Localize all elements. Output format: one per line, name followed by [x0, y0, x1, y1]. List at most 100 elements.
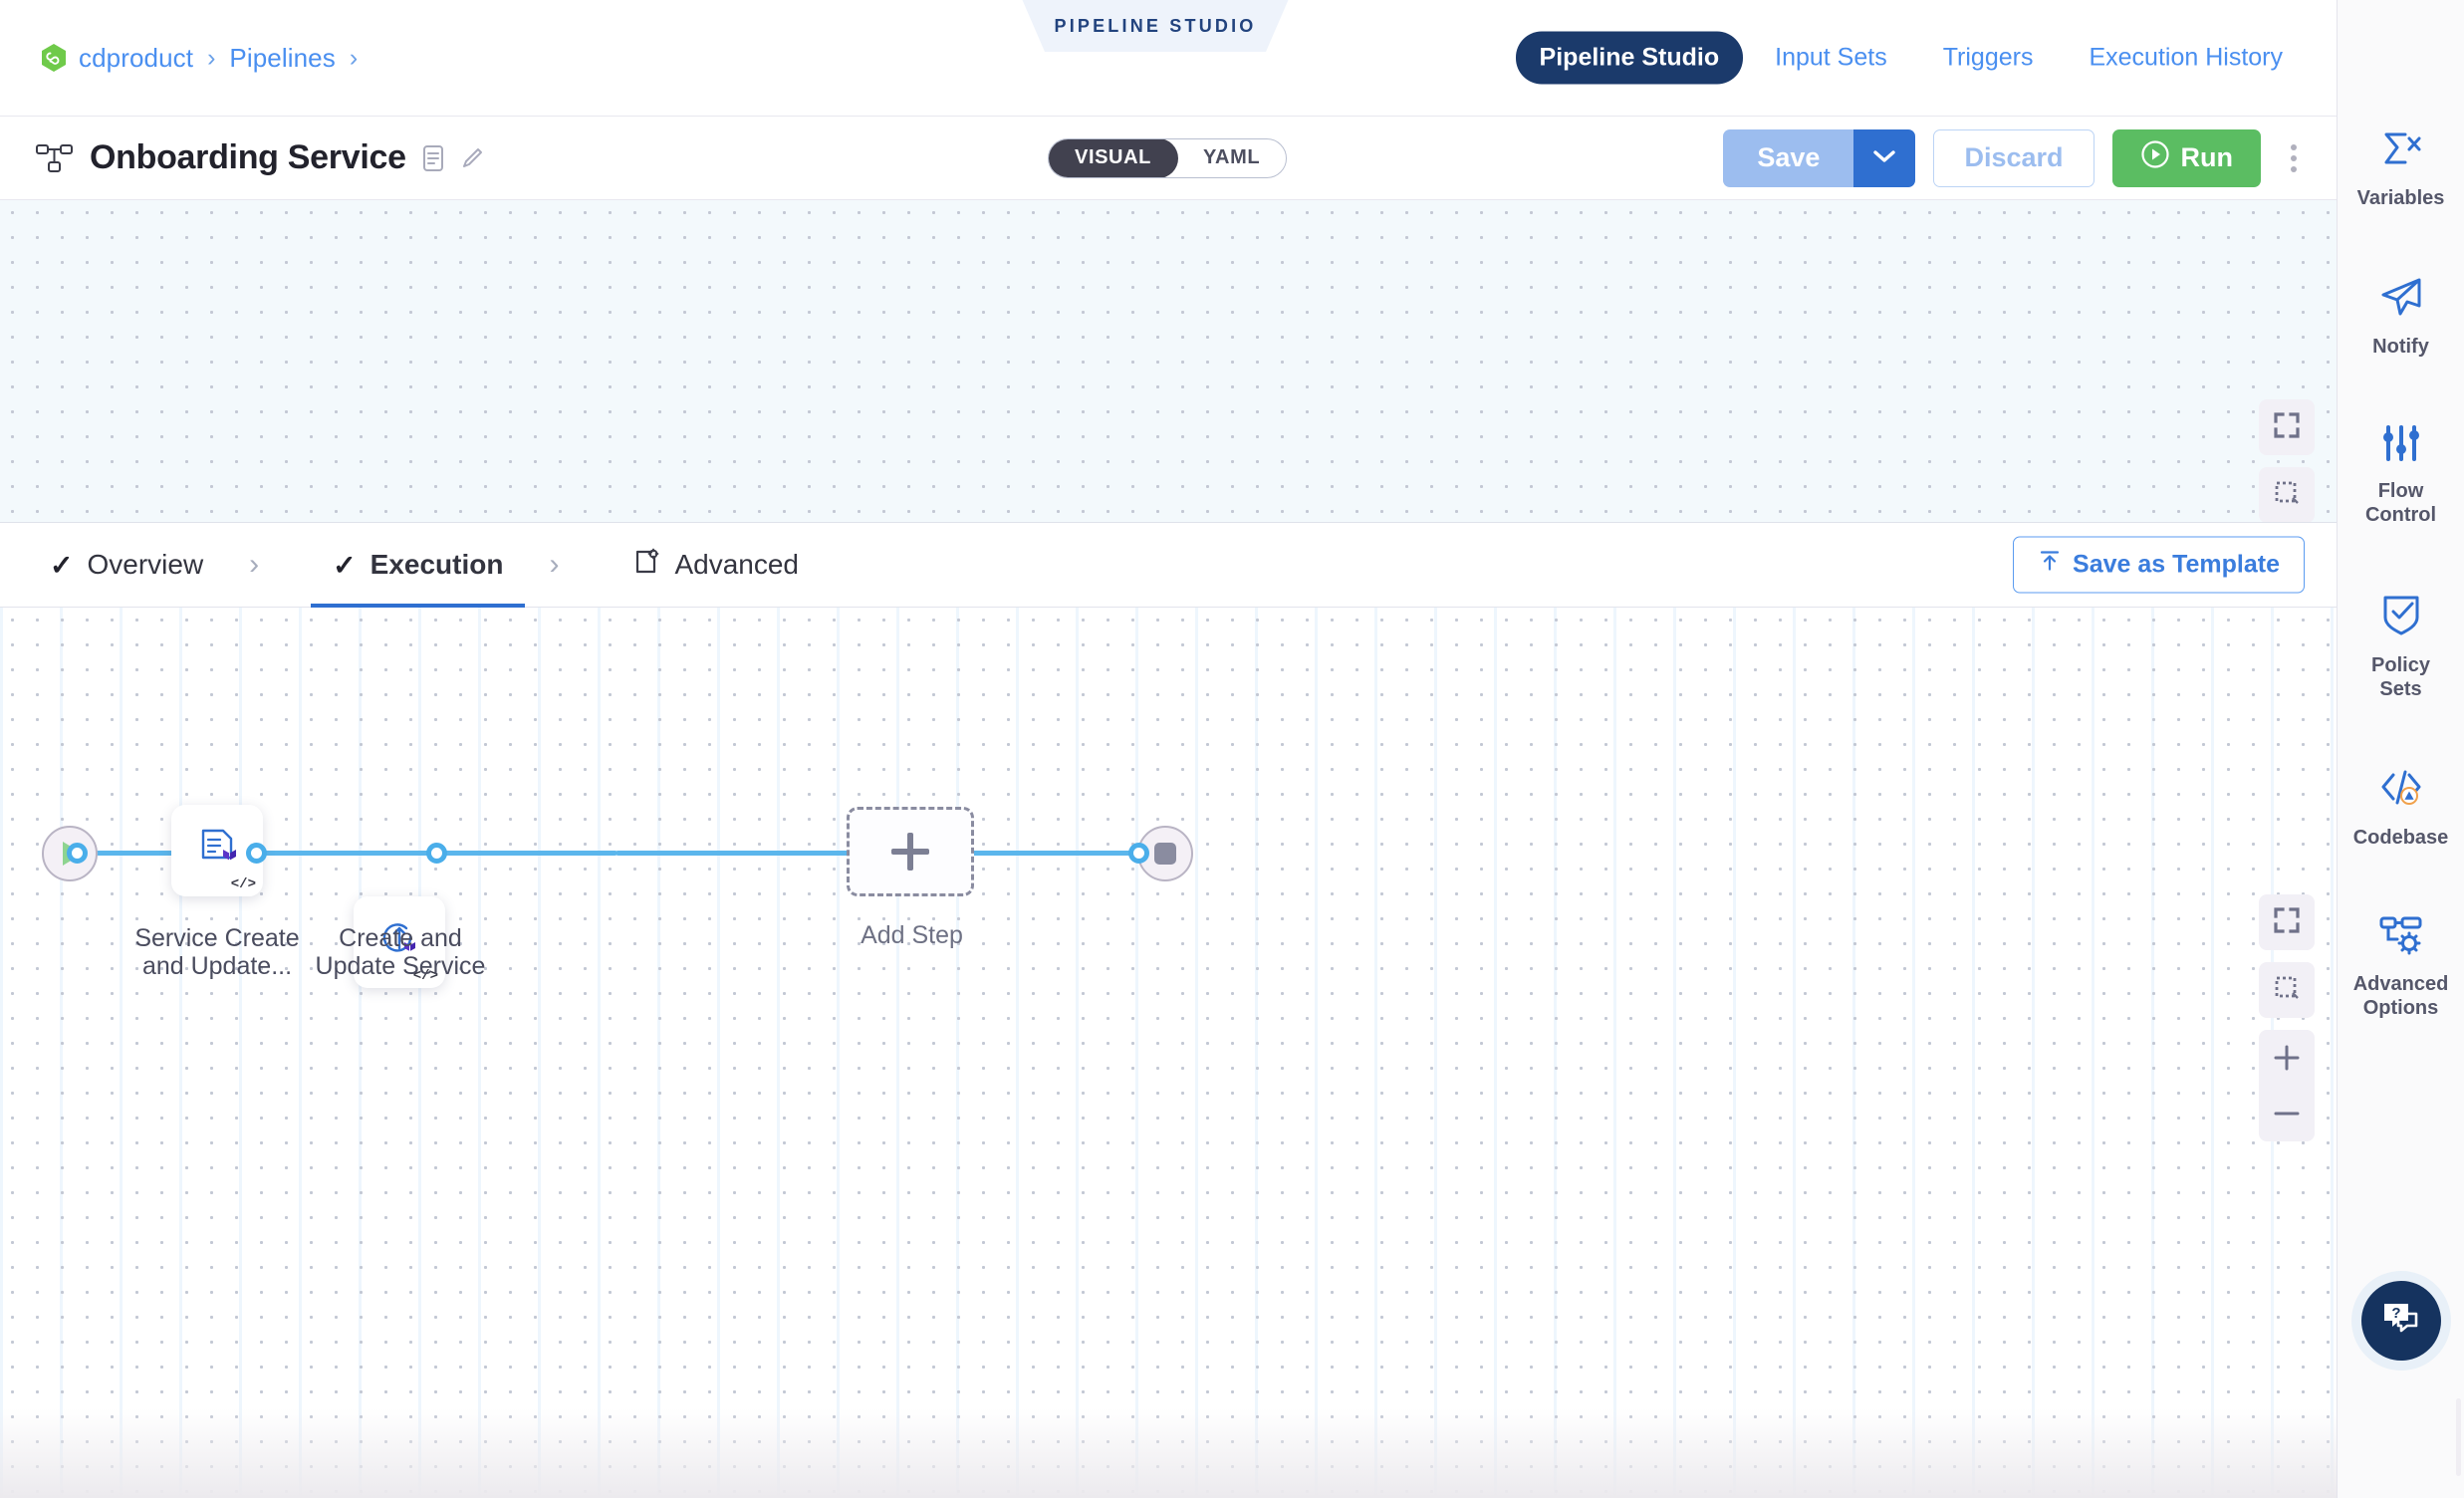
- execution-canvas[interactable]: </> Service Create and Update... </> Cre…: [0, 608, 2337, 1498]
- kebab-menu-icon[interactable]: [2279, 129, 2309, 187]
- canvas-bottom-fade: [0, 1408, 2337, 1498]
- run-button[interactable]: Run: [2111, 128, 2261, 187]
- rail-item-advanced-options-label: Advanced Options: [2352, 973, 2449, 1019]
- exec-edge-2: [257, 851, 436, 856]
- sigma-x-icon: [2379, 129, 2423, 174]
- add-step-label: Add Step: [861, 921, 963, 949]
- selection-marquee-button[interactable]: [2259, 962, 2315, 1018]
- exec-edge-3: [438, 851, 617, 856]
- pencil-icon[interactable]: [460, 145, 486, 171]
- rail-item-notify[interactable]: Notify: [2338, 276, 2464, 359]
- save-template-icon: [2038, 550, 2062, 581]
- exec-port-step2-out[interactable]: [426, 843, 447, 864]
- pipeline-tree-icon: [36, 143, 74, 173]
- rail-item-notify-label: Notify: [2372, 336, 2429, 358]
- plus-icon: [891, 833, 929, 871]
- fit-to-screen-button[interactable]: [2259, 399, 2315, 455]
- rail-item-policy-sets[interactable]: Policy Sets: [2338, 593, 2464, 701]
- stage-canvas-controls: [2259, 399, 2315, 522]
- fullscreen-icon: [2273, 411, 2301, 444]
- description-icon[interactable]: [422, 144, 444, 172]
- nodes-gear-icon: [2378, 915, 2424, 960]
- fit-to-screen-button[interactable]: [2259, 894, 2315, 950]
- zoom-out-button[interactable]: [2259, 1086, 2315, 1141]
- zoom-in-button[interactable]: [2259, 1030, 2315, 1086]
- breadcrumb-separator: ›: [207, 43, 216, 72]
- breadcrumb-item-pipelines[interactable]: Pipelines: [229, 42, 336, 73]
- tab-overview-label: Overview: [87, 549, 204, 580]
- save-dropdown-button[interactable]: [1853, 128, 1916, 187]
- step-code-badge: </>: [412, 968, 438, 984]
- rail-scrollbar[interactable]: [2456, 1398, 2461, 1476]
- svg-text:?: ?: [2391, 1305, 2400, 1322]
- mode-option-visual[interactable]: VISUAL: [1049, 138, 1178, 177]
- stage-subtabs: ✓ Overview › ✓ Execution › Advanced: [0, 523, 2337, 608]
- nav-tab-pipeline-studio[interactable]: Pipeline Studio: [1515, 31, 1744, 85]
- stage-canvas[interactable]: </> Create and Update Service Add Stage: [0, 200, 2337, 523]
- step-node-create-and-update-service[interactable]: </>: [354, 896, 445, 988]
- paper-plane-icon: [2379, 276, 2423, 323]
- pipeline-studio-banner-label: PIPELINE STUDIO: [1054, 15, 1257, 36]
- step-node-label: Service Create and Update...: [134, 924, 300, 981]
- stop-icon: [1154, 843, 1176, 865]
- page-title: Onboarding Service: [90, 138, 406, 176]
- breadcrumb: cdproduct › Pipelines ›: [0, 43, 361, 74]
- save-button-group: Save: [1723, 128, 1916, 187]
- rail-item-flow-control[interactable]: Flow Control: [2338, 424, 2464, 527]
- save-button[interactable]: Save: [1723, 128, 1854, 187]
- help-chat-button[interactable]: ?: [2360, 1281, 2441, 1361]
- marquee-icon: [2273, 974, 2301, 1007]
- title-group: Onboarding Service: [0, 138, 486, 177]
- tab-execution[interactable]: ✓ Execution: [311, 523, 525, 608]
- selection-marquee-button[interactable]: [2259, 467, 2315, 522]
- top-bar: cdproduct › Pipelines › PIPELINE STUDIO …: [0, 0, 2337, 117]
- rail-item-codebase-label: Codebase: [2352, 827, 2449, 849]
- subtab-separator: ›: [549, 548, 560, 581]
- terraform-plan-icon: [194, 826, 240, 876]
- exec-port-step1-out[interactable]: [246, 843, 267, 864]
- play-circle-icon: [2140, 139, 2170, 176]
- save-as-template-button[interactable]: Save as Template: [2013, 536, 2305, 594]
- top-navigation: Pipeline Studio Input Sets Triggers Exec…: [1515, 31, 2307, 85]
- help-chat-icon: ?: [2380, 1300, 2422, 1343]
- shield-check-icon: [2380, 593, 2422, 641]
- advanced-gear-page-icon: [632, 548, 660, 583]
- step-node-label: Create and Update Service: [315, 924, 486, 981]
- terraform-apply-icon: [376, 917, 422, 968]
- marquee-icon: [2273, 479, 2301, 512]
- exec-port-end[interactable]: [1128, 843, 1149, 864]
- rail-item-flow-control-label: Flow Control: [2364, 480, 2437, 526]
- exec-port-start[interactable]: [67, 843, 88, 864]
- harness-module-icon: [40, 43, 68, 73]
- mode-option-yaml[interactable]: YAML: [1202, 146, 1261, 168]
- discard-button[interactable]: Discard: [1933, 128, 2094, 187]
- tab-execution-label: Execution: [370, 549, 504, 580]
- visual-yaml-toggle[interactable]: VISUAL YAML: [1048, 137, 1288, 178]
- nav-tab-input-sets[interactable]: Input Sets: [1775, 43, 1887, 72]
- rail-item-codebase[interactable]: Codebase: [2338, 767, 2464, 850]
- rail-item-variables-label: Variables: [2356, 187, 2445, 209]
- right-rail: Variables Notify Flow Control: [2337, 0, 2464, 1498]
- check-icon: ✓: [50, 549, 74, 581]
- fullscreen-icon: [2273, 906, 2301, 939]
- rail-item-variables[interactable]: Variables: [2338, 129, 2464, 210]
- add-step-button[interactable]: [847, 807, 974, 896]
- chevron-down-icon: [1873, 149, 1896, 166]
- nav-tab-triggers[interactable]: Triggers: [1942, 43, 2034, 72]
- tab-advanced[interactable]: Advanced: [611, 523, 821, 608]
- main-column: cdproduct › Pipelines › PIPELINE STUDIO …: [0, 0, 2337, 1498]
- step-code-badge: </>: [230, 876, 256, 892]
- sliders-icon: [2380, 424, 2422, 467]
- title-bar: Onboarding Service VISUAL YAML Save: [0, 117, 2337, 200]
- rail-item-advanced-options[interactable]: Advanced Options: [2338, 915, 2464, 1020]
- breadcrumb-item-cdproduct[interactable]: cdproduct: [79, 42, 194, 73]
- run-button-label: Run: [2180, 142, 2233, 172]
- tab-advanced-label: Advanced: [674, 549, 799, 580]
- breadcrumb-separator: ›: [349, 43, 359, 72]
- nav-tab-execution-history[interactable]: Execution History: [2089, 43, 2283, 72]
- execution-canvas-controls: [2259, 894, 2315, 1141]
- codebase-warning-icon: [2378, 767, 2424, 814]
- title-actions: Save Discard Run: [1723, 128, 2309, 187]
- tab-overview[interactable]: ✓ Overview: [28, 523, 225, 608]
